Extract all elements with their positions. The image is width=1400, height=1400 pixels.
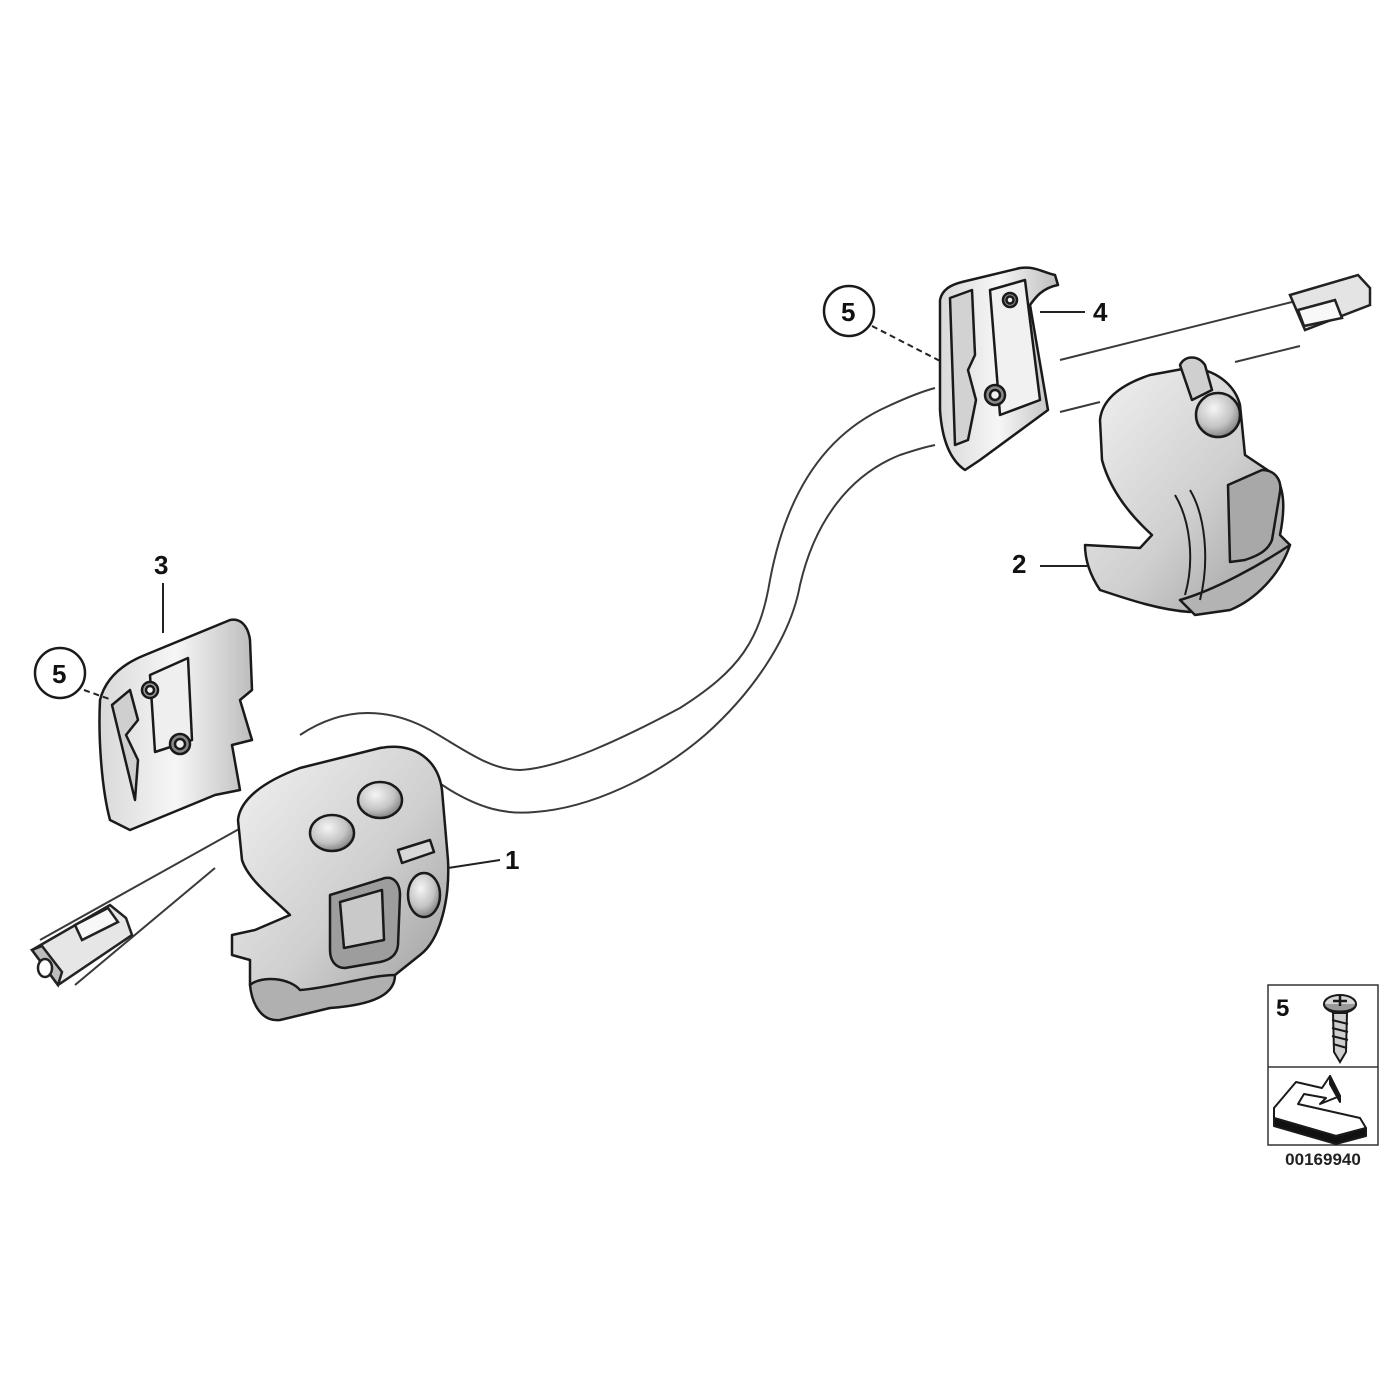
callout-part-5-left: 5 xyxy=(52,659,66,689)
left-switch-cover-part3 xyxy=(98,618,254,832)
legend-box: 5 xyxy=(1267,984,1379,1146)
callout-part-5-right: 5 xyxy=(841,297,855,327)
right-switch-cover-part4 xyxy=(938,266,1060,472)
screw-icon xyxy=(1323,994,1357,1064)
callout-part-5-left-circle: 5 xyxy=(33,646,87,700)
legend-item-label: 5 xyxy=(1276,995,1289,1022)
left-switch-housing-part1 xyxy=(230,745,450,1022)
diagram-number: 00169940 xyxy=(1285,1150,1361,1169)
direction-arrow-icon xyxy=(1273,1075,1367,1145)
callout-part-5-right-circle: 5 xyxy=(822,284,876,338)
callout-part-4: 4 xyxy=(1093,297,1108,327)
right-switch-housing-part2 xyxy=(1083,356,1292,617)
callout-part-1: 1 xyxy=(505,845,519,875)
handlebar-left-end xyxy=(30,903,134,988)
callout-part-2: 2 xyxy=(1012,549,1026,579)
callout-part-3: 3 xyxy=(154,550,168,580)
callout-leaders xyxy=(83,311,1088,869)
handlebar-right-end xyxy=(1288,273,1372,332)
